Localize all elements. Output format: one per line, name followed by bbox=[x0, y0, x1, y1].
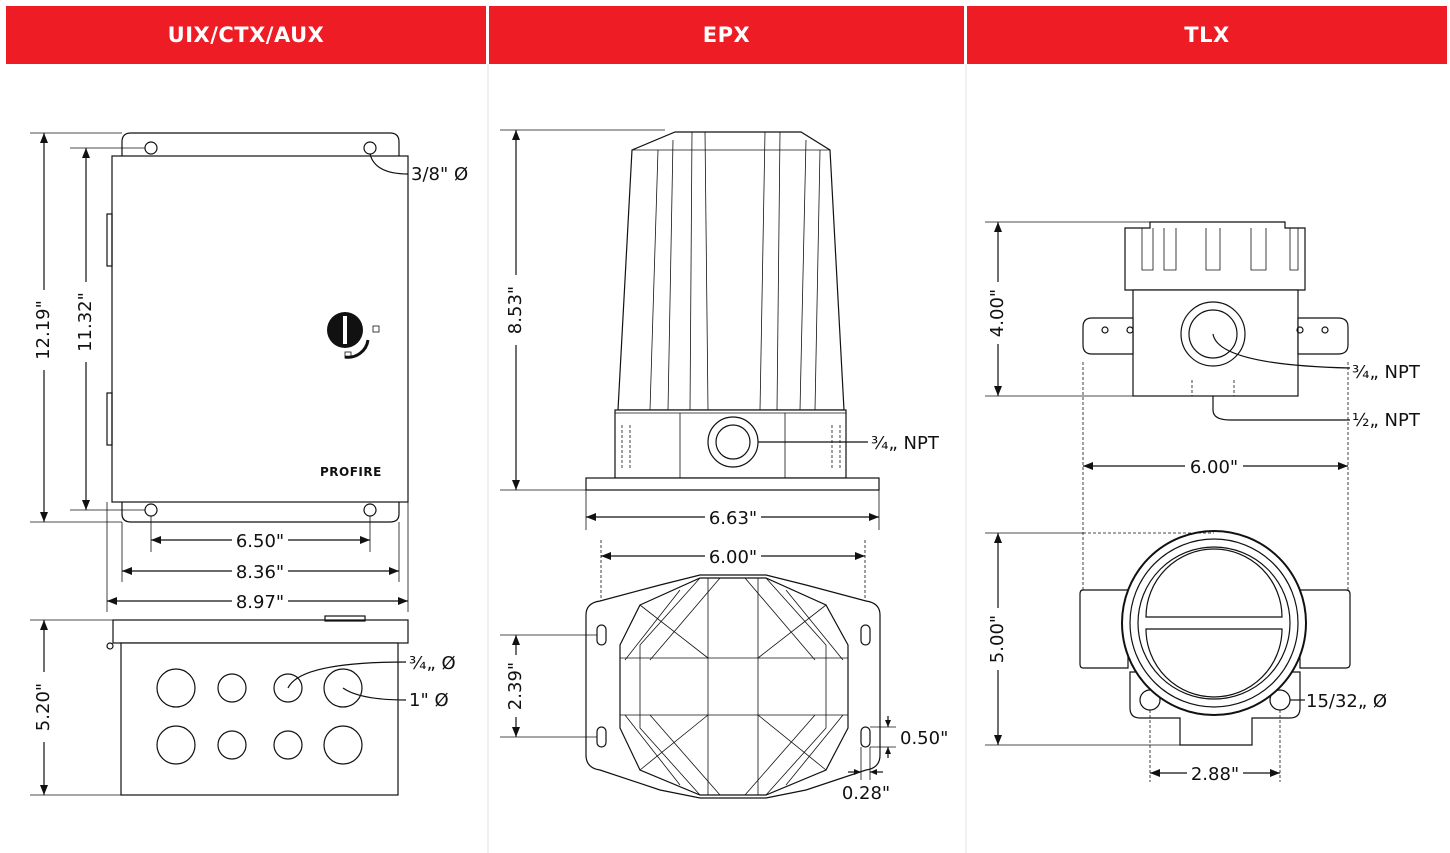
tlx-hole-diameter-label: 15/32„ Ø bbox=[1306, 691, 1387, 712]
lock-icon bbox=[327, 312, 380, 359]
uix-knockout-large-label: 1" Ø bbox=[409, 690, 449, 711]
header-epx: EPX bbox=[489, 6, 964, 64]
tlx-height-front-label: 5.00" bbox=[987, 615, 1008, 663]
epx-width-holes-label: 6.00" bbox=[709, 547, 757, 568]
tlx-conduit-34-label: ¾„ NPT bbox=[1352, 362, 1421, 383]
panel-divider-epx bbox=[487, 64, 489, 853]
tlx-hole-spacing-label: 2.88" bbox=[1191, 764, 1239, 785]
tlx-conduit-12-label: ½„ NPT bbox=[1352, 410, 1421, 431]
header-label: UIX/CTX/AUX bbox=[167, 23, 325, 47]
uix-height-outer-label: 12.19" bbox=[33, 300, 54, 360]
header-uix-ctx-aux: UIX/CTX/AUX bbox=[6, 6, 486, 64]
uix-width-holes-label: 6.50" bbox=[236, 531, 284, 552]
epx-width-base-label: 6.63" bbox=[709, 508, 757, 529]
epx-slot-length-label: 0.50" bbox=[900, 728, 948, 749]
epx-height-label: 8.53" bbox=[505, 286, 526, 334]
epx-slot-width-label: 0.28" bbox=[842, 783, 890, 804]
tlx-drawing: ¾„ NPT ½„ NPT 4.00" 6.00" 5.00" bbox=[985, 221, 1421, 785]
uix-drawing: PROFIRE 3/8" Ø 12.19" 11.32" 6.50" 8.36" bbox=[30, 132, 468, 796]
uix-depth-label: 5.20" bbox=[33, 683, 54, 731]
header-tlx: TLX bbox=[967, 6, 1447, 64]
uix-hole-diameter-label: 3/8" Ø bbox=[411, 164, 468, 185]
epx-hole-spacing-label: 2.39" bbox=[505, 662, 526, 710]
epx-drawing: ¾„ NPT 8.53" 6.63" 6.00" bbox=[500, 129, 948, 804]
header-label: TLX bbox=[1184, 23, 1230, 47]
panel-divider-tlx bbox=[965, 64, 967, 853]
uix-knockout-small-label: ¾„ Ø bbox=[409, 653, 456, 674]
uix-height-inner-label: 11.32" bbox=[75, 292, 96, 352]
epx-conduit-label: ¾„ NPT bbox=[871, 433, 940, 454]
tlx-height-top-label: 4.00" bbox=[987, 289, 1008, 337]
header-label: EPX bbox=[702, 23, 751, 47]
uix-width-overall-label: 8.97" bbox=[236, 592, 284, 613]
uix-width-body-label: 8.36" bbox=[236, 562, 284, 583]
uix-brand-logo: PROFIRE bbox=[320, 465, 382, 479]
tlx-width-label: 6.00" bbox=[1190, 457, 1238, 478]
